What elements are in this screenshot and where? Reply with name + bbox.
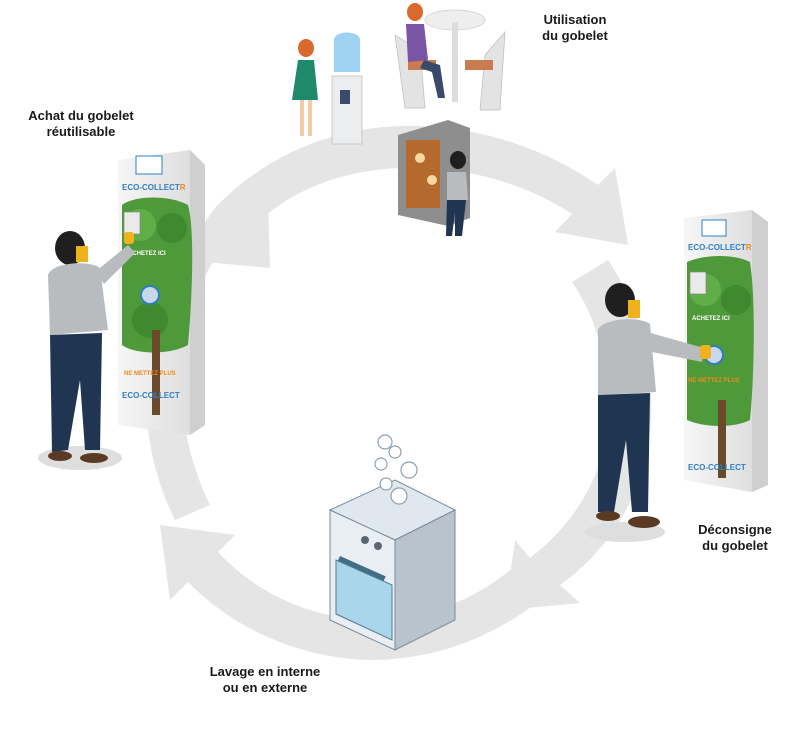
svg-text:ECO-COLLECT: ECO-COLLECT [688,463,746,472]
ring-segment-top [215,125,628,245]
svg-text:ECO-COLLECTR: ECO-COLLECTR [688,243,752,252]
dishwasher-icon [328,434,457,651]
kiosk-return: ECO-COLLECTR ACHETEZ ICI NE METTEZ PLUS … [585,210,768,542]
svg-text:ACHETEZ ICI: ACHETEZ ICI [692,316,730,322]
kiosk-brand: ECO-COLLECTR [122,183,186,192]
coin-slot-icon [140,285,160,305]
ring-segment-bottom [160,525,540,660]
svg-text:ECO-COLLECT: ECO-COLLECT [122,391,180,400]
ring-inner-hole [224,214,580,570]
kiosk-screen [135,155,163,175]
person-returning [596,283,711,528]
kiosk-purchase: ECO-COLLECTR ACHETEZ ICI NE METTEZ PLUS … [38,150,205,470]
svg-text:NE METTEZ PLUS: NE METTEZ PLUS [688,378,740,384]
svg-text:ACHETEZ ICI: ACHETEZ ICI [128,251,166,257]
person-buying [48,231,135,463]
svg-text:NE METTEZ PLUS: NE METTEZ PLUS [124,371,176,377]
bubbles-icon [374,434,418,505]
scene-use [292,3,506,236]
